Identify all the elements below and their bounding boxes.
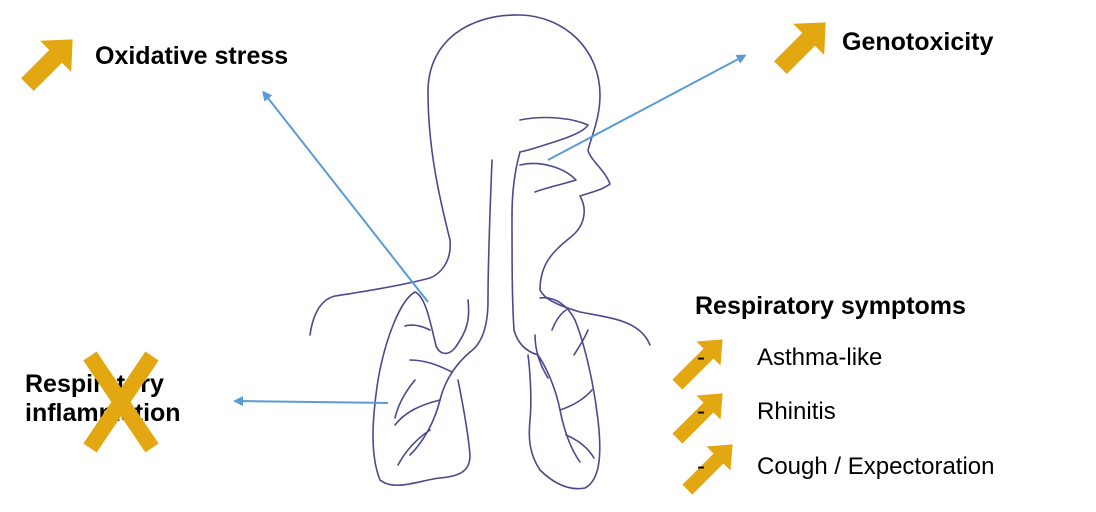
genotoxicity-label: Genotoxicity — [842, 28, 993, 57]
symptom-asthma-like: Asthma-like — [757, 344, 882, 372]
symptom-dash: - — [697, 453, 705, 481]
oxidative-stress-label: Oxidative stress — [95, 42, 288, 71]
symptom-rhinitis: Rhinitis — [757, 398, 836, 426]
pointer-arrow-inflammation — [236, 401, 388, 403]
head-outline — [428, 15, 650, 345]
respiratory-inflammation-line1: Respiratory — [25, 370, 181, 399]
oral-cavity-outline — [520, 163, 576, 192]
respiratory-symptoms-title: Respiratory symptoms — [695, 292, 966, 321]
up-right-arrow-icon — [12, 24, 88, 100]
pointer-arrow-oxidative-stress — [264, 93, 428, 302]
trachea-left — [470, 160, 492, 352]
left-lung-outline — [373, 292, 470, 485]
pointer-arrow-genotoxicity — [548, 56, 744, 160]
up-right-arrow-icon — [675, 432, 744, 501]
nasal-cavity-outline — [520, 118, 588, 152]
respiratory-inflammation-line2: inflammation — [25, 399, 181, 428]
pharynx-outline — [512, 152, 520, 215]
symptom-dash: - — [697, 398, 705, 426]
symptom-dash: - — [697, 344, 705, 372]
neck-left-outline — [310, 92, 450, 335]
symptom-cough-expectoration: Cough / Expectoration — [757, 453, 994, 481]
respiratory-inflammation-label: Respiratory inflammation — [25, 370, 181, 428]
up-right-arrow-icon — [765, 7, 841, 83]
trachea-right — [512, 215, 538, 355]
